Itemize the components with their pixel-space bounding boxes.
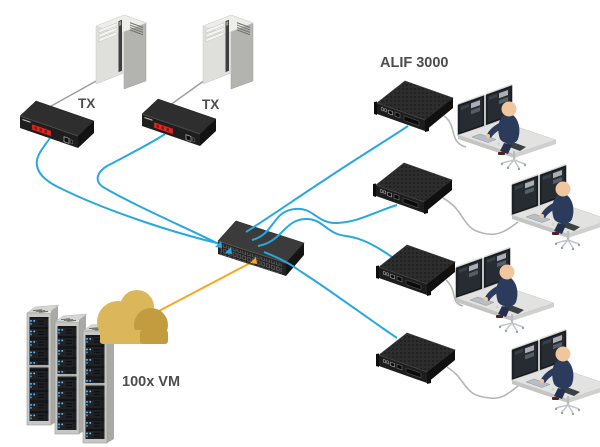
link-tower2-tx2 bbox=[165, 79, 206, 109]
label-receiver-model: ALIF 3000 bbox=[380, 55, 449, 71]
workstation-1 bbox=[457, 83, 557, 171]
tower-pc-1 bbox=[95, 14, 147, 90]
workstation-2 bbox=[511, 163, 600, 251]
cable-tx2-to-switch bbox=[96, 133, 232, 251]
cable-tx1-to-switch bbox=[35, 137, 222, 245]
vm-cloud-icon bbox=[97, 290, 168, 344]
workstation-3 bbox=[455, 246, 555, 334]
receiver-4 bbox=[375, 332, 456, 385]
switch-port-orange bbox=[250, 257, 257, 264]
vm-rack-1 bbox=[26, 304, 60, 426]
tower-pc-2 bbox=[202, 14, 254, 90]
receiver-3 bbox=[375, 244, 456, 297]
workstation-4 bbox=[511, 328, 600, 416]
cable-switch-to-receiver1 bbox=[245, 125, 409, 233]
switch-port-grid bbox=[220, 243, 282, 275]
cable-switch-to-receiver2 bbox=[251, 204, 398, 241]
receiver-1 bbox=[373, 80, 454, 133]
switch-port-blue-1 bbox=[215, 241, 222, 248]
cable-switch-to-receiver3 bbox=[257, 217, 393, 258]
network-switch bbox=[217, 220, 305, 276]
switch-port-blue-2 bbox=[225, 247, 232, 254]
cable-receiver2-workstation2 bbox=[442, 197, 519, 236]
link-tower1-tx1 bbox=[43, 79, 99, 111]
cable-receiver3-workstation3 bbox=[445, 279, 464, 307]
cable-receiver1-workstation1 bbox=[443, 115, 467, 148]
label-tx2: TX bbox=[202, 97, 219, 112]
cable-receiver4-workstation4 bbox=[446, 366, 519, 400]
receiver-2 bbox=[372, 162, 453, 215]
label-tx1: TX bbox=[78, 96, 95, 111]
cable-switch-to-receiver4 bbox=[263, 251, 398, 339]
label-vm-count: 100x VM bbox=[122, 374, 180, 390]
vm-rack-2 bbox=[54, 313, 88, 435]
